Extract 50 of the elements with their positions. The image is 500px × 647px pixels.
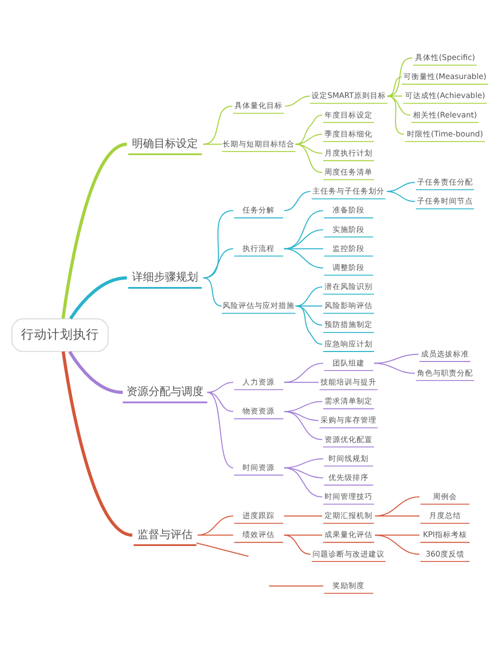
connector	[202, 105, 233, 144]
connector	[206, 381, 234, 392]
connector	[284, 95, 310, 106]
connector	[386, 95, 403, 96]
node-text: 详细步骤规划	[132, 270, 198, 284]
connector	[268, 585, 324, 586]
connector	[61, 142, 128, 318]
connector	[202, 276, 222, 306]
connector	[202, 143, 222, 144]
node-text: 明确目标设定	[132, 136, 198, 150]
connector	[284, 410, 323, 440]
connector	[284, 458, 324, 468]
connector	[294, 114, 323, 144]
connector	[62, 350, 133, 536]
connector	[69, 276, 127, 319]
connector	[284, 362, 324, 382]
connector	[202, 210, 234, 278]
connector	[196, 542, 249, 556]
connector	[284, 466, 323, 497]
connector	[202, 248, 234, 278]
connector	[206, 391, 234, 468]
connector	[374, 496, 420, 516]
connector	[284, 515, 323, 516]
connector	[294, 305, 323, 326]
connector	[294, 305, 323, 344]
connector	[386, 76, 402, 96]
connector	[374, 353, 420, 364]
connector	[294, 133, 323, 144]
connector	[284, 381, 320, 382]
connector	[284, 248, 324, 268]
connector	[386, 95, 405, 134]
node-text: 监督与评估	[138, 527, 193, 540]
connector	[294, 143, 323, 172]
connector	[284, 534, 323, 536]
connector	[284, 534, 311, 554]
connector	[284, 190, 311, 211]
node-text: 资源分配与调度	[126, 384, 204, 398]
connector	[206, 391, 234, 412]
connector	[284, 210, 324, 249]
connector	[374, 362, 416, 374]
connector	[386, 95, 411, 116]
node-box: 行动计划执行	[11, 318, 109, 352]
connector	[284, 228, 324, 249]
connector	[68, 350, 123, 394]
connector	[197, 515, 234, 536]
connector	[374, 515, 420, 516]
connector	[374, 534, 420, 554]
connector	[386, 190, 416, 202]
connector	[386, 56, 413, 96]
connector	[197, 534, 234, 536]
